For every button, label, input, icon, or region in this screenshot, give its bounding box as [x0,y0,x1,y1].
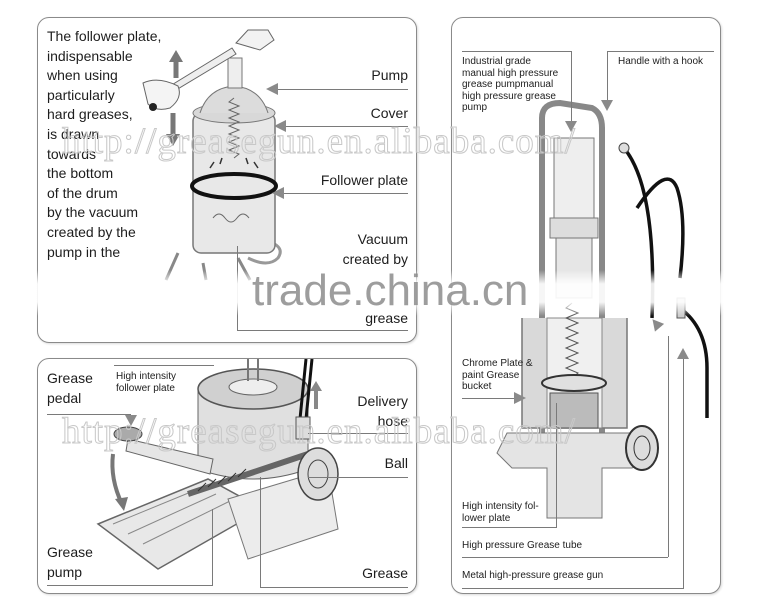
leader-follower-plate [114,365,214,366]
label-grease-pedal: Grease pedal [47,370,93,406]
leader-gun-h [462,588,684,589]
arrow-grease-gun [677,348,689,359]
leader-ball [308,477,408,478]
leader-pump-v [212,509,213,586]
arrow-cover [274,120,286,132]
leader-follower-v [556,403,557,528]
pedal-pump-illustration [96,359,339,570]
leader-grease-h [260,587,408,588]
leader-grease-v [260,477,261,587]
leader-tube-v [668,336,669,557]
leader-handle-h [607,51,714,52]
label-grease-gun: Metal high-pressure grease gun [462,570,604,581]
leader-tube-h [462,557,668,558]
leader-gun-v [683,358,684,589]
drum-pump-illustration [142,29,282,281]
label-handle-hook: Handle with a hook [618,56,704,67]
label-delivery-hose: Delivery hose [357,393,408,429]
label-industrial-pump: Industrial grade manual high pressure gr… [462,56,559,113]
label-chrome-bucket: Chrome Plate & paint Grease bucket [462,358,533,392]
label-ball: Ball [384,455,408,471]
leader-chrome-bucket [462,398,520,399]
label-grease-pump: Grease pump [47,544,93,580]
leader-line-grease-h [237,330,408,331]
panel-grease-pedal-pump: Grease pedal High intensity follower pla… [37,358,417,594]
leader-delivery-hose [308,433,408,434]
arrow-handle-hook [601,100,613,111]
leader-industrial-v [571,51,572,123]
arrow-follower-plate [272,187,284,199]
label-vacuum: Vacuum created by [342,231,408,267]
leader-line-pump [278,89,408,90]
label-cover: Cover [370,105,408,121]
arrow-pump [266,83,278,95]
follower-plate-description: The follower plate, indispensable when u… [47,28,162,260]
leader-line-cover [286,126,408,127]
watermark-trade-china: trade.china.cn [252,266,529,315]
leader-pump-h [47,585,213,586]
arrow-grease-pedal [125,415,137,426]
label-follower-plate: High intensity fol- lower plate [462,501,539,524]
leader-follower-h [462,527,557,528]
leader-handle-v [607,51,608,101]
label-grease: Grease [362,565,408,581]
label-follower-plate: Follower plate [320,172,408,188]
watermark-blur-band [0,270,760,316]
leader-line-follower-plate [284,193,408,194]
label-grease-tube: High pressure Grease tube [462,540,583,551]
label-pump: Pump [371,67,408,83]
leader-pedal-h [47,414,131,415]
arrow-chrome-bucket [514,392,526,404]
label-high-intensity-follower-plate: High intensity follower plate [116,371,177,394]
arrow-industrial-pump [565,121,577,132]
leader-top-left [462,51,572,52]
